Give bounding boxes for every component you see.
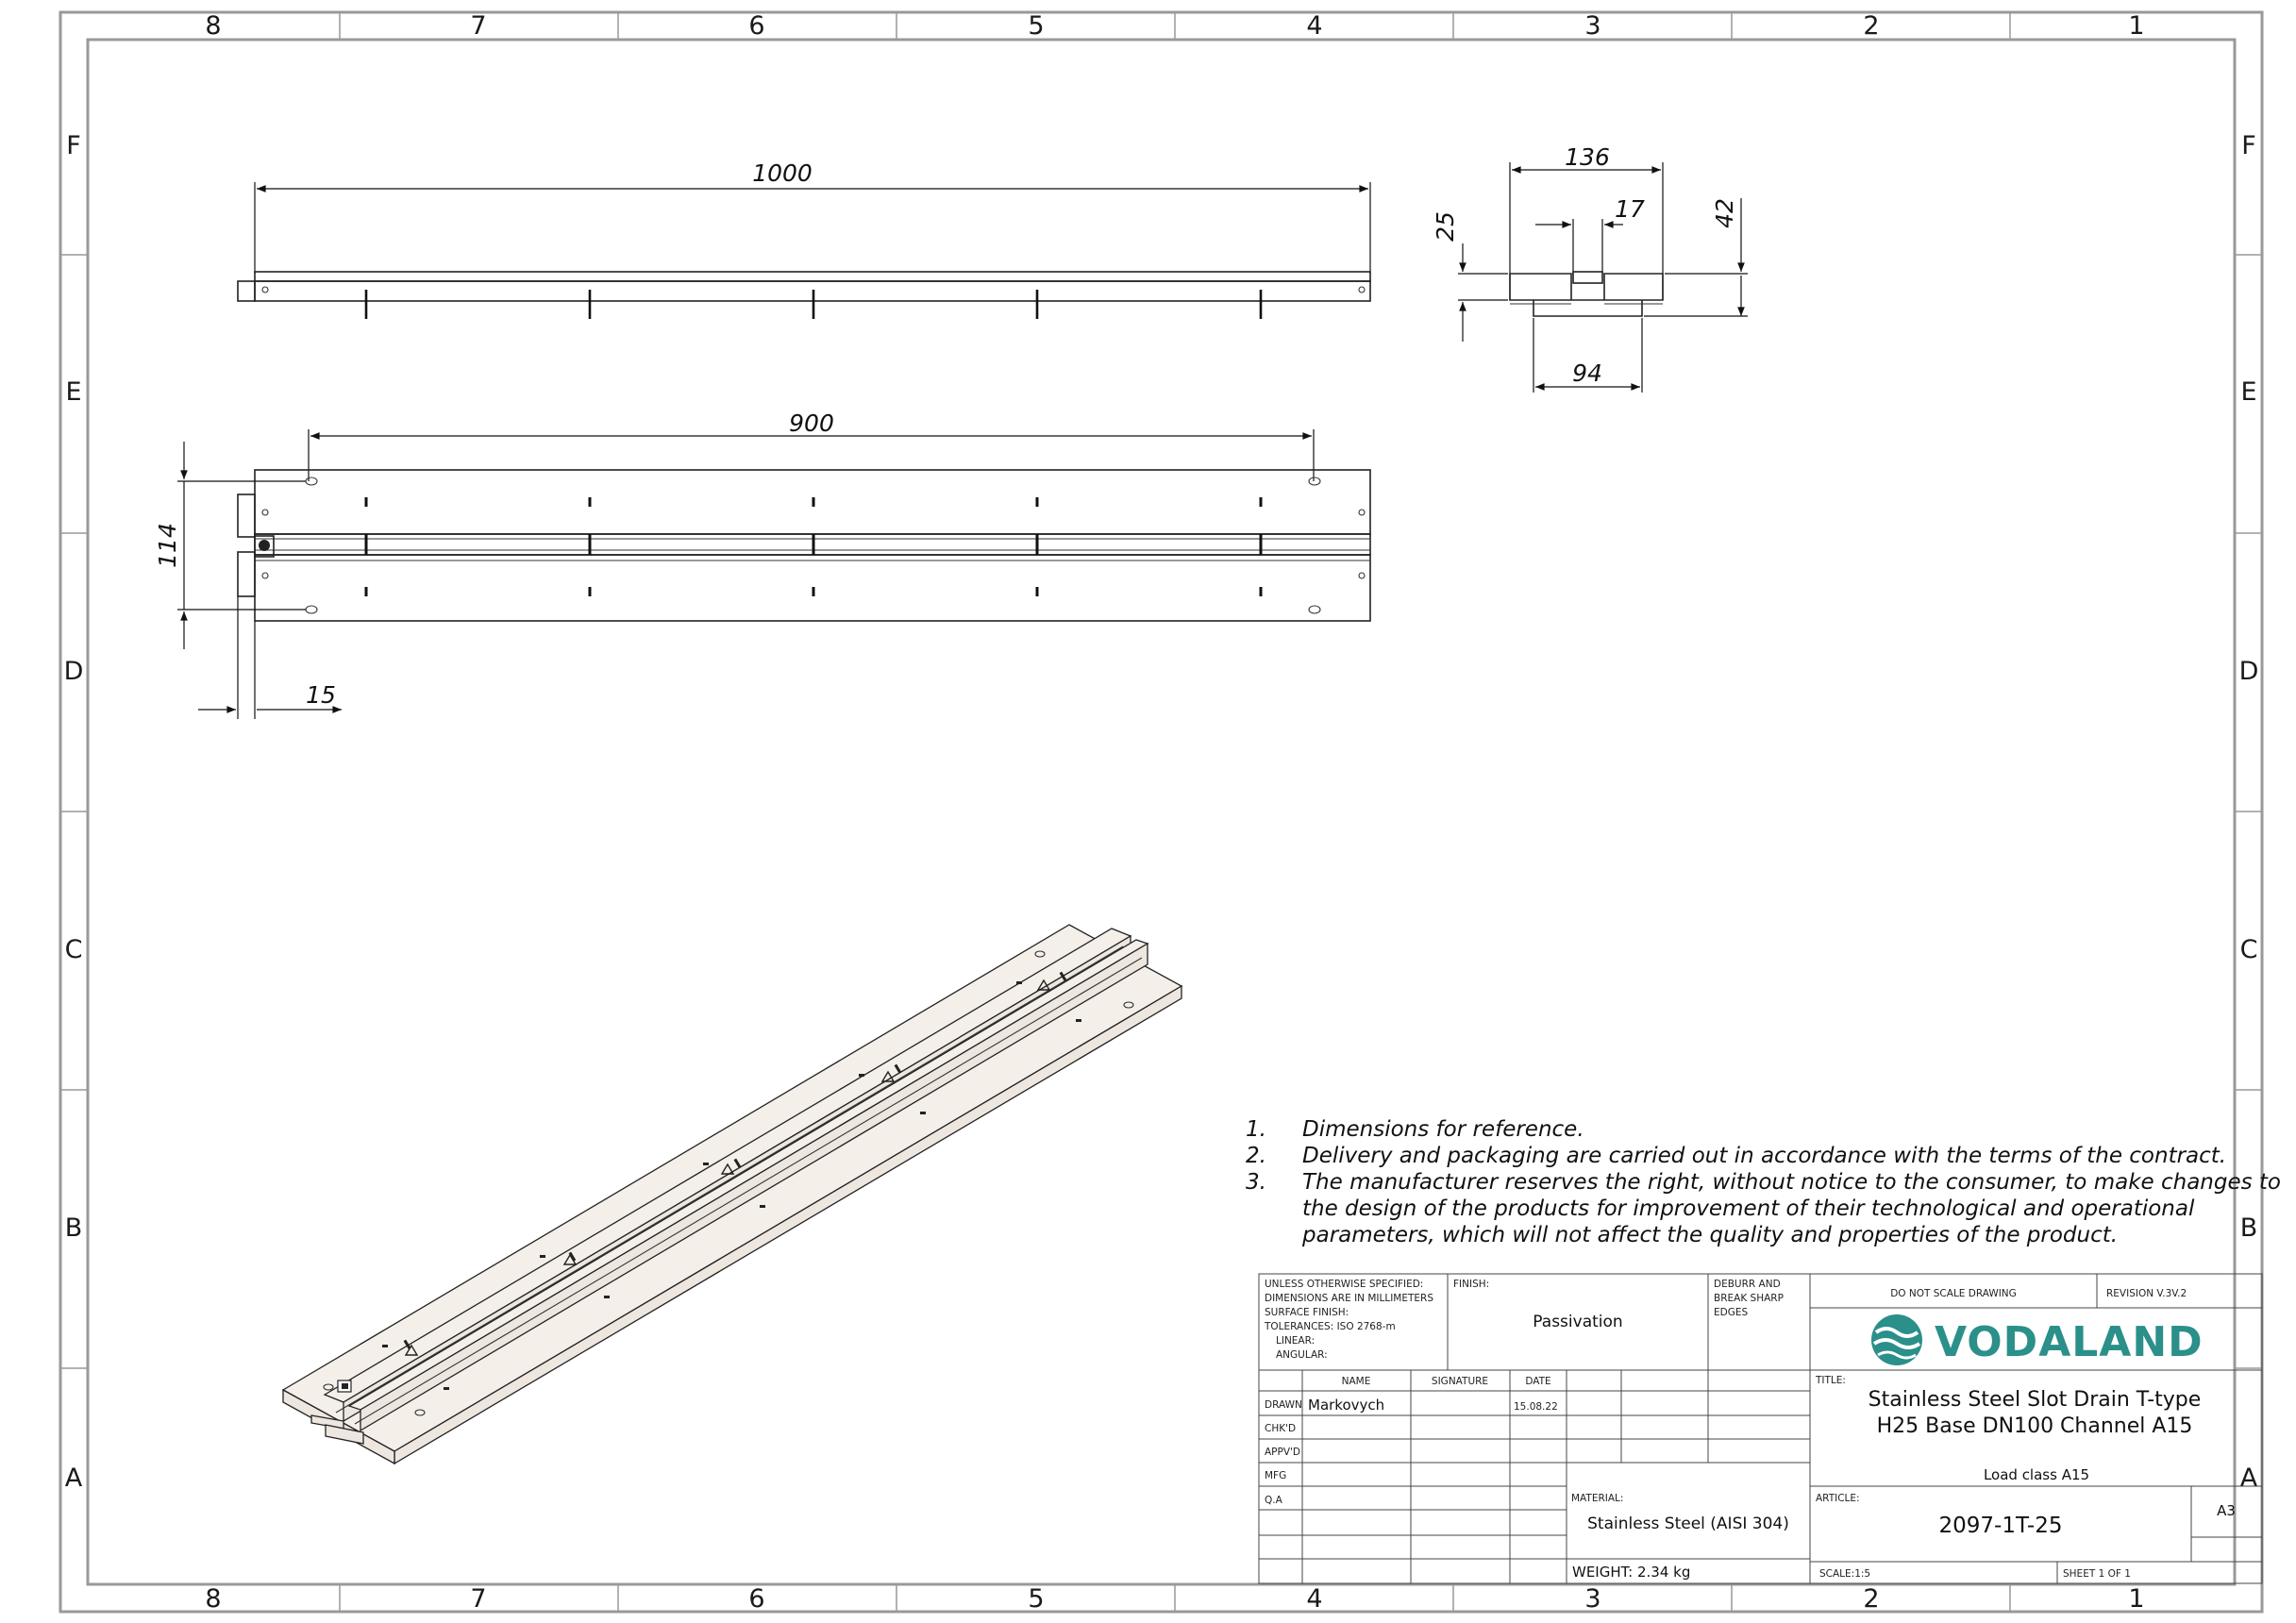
zone-row-left-A: A xyxy=(65,1464,83,1493)
zone-row-right-B: B xyxy=(2240,1213,2258,1243)
section-view: 136 17 25 42 94 xyxy=(1432,143,1748,393)
dim-height-25: 25 xyxy=(1432,211,1459,242)
dim-height-42: 42 xyxy=(1711,198,1738,228)
col-name-header: NAME xyxy=(1342,1376,1371,1387)
zone-row-right-A: A xyxy=(2240,1464,2258,1493)
dim-length-900: 900 xyxy=(789,410,834,437)
zone-col-top-2: 2 xyxy=(1863,11,1879,41)
zone-row-right-D: D xyxy=(2239,657,2259,686)
note-2-text: Delivery and packaging are carried out i… xyxy=(1302,1144,2226,1168)
dim-length-1000: 1000 xyxy=(752,159,813,187)
title-block: UNLESS OTHERWISE SPECIFIED: DIMENSIONS A… xyxy=(1258,1273,2263,1584)
zone-col-bottom-4: 4 xyxy=(1306,1584,1322,1614)
scale: SCALE:1:5 xyxy=(1819,1568,1870,1580)
deburr-line-2: BREAK SHARP xyxy=(1714,1293,1784,1304)
dim-base-94: 94 xyxy=(1572,360,1602,387)
do-not-scale-label: DO NOT SCALE DRAWING xyxy=(1890,1288,2017,1299)
zone-col-bottom-1: 1 xyxy=(2128,1584,2144,1614)
finish-value: Passivation xyxy=(1533,1313,1622,1331)
zone-col-bottom-6: 6 xyxy=(748,1584,764,1614)
zone-col-top-8: 8 xyxy=(205,11,221,41)
zone-ticks xyxy=(60,12,2262,1612)
zone-col-bottom-8: 8 xyxy=(205,1584,221,1614)
spec-line-2: DIMENSIONS ARE IN MILLIMETERS xyxy=(1265,1293,1433,1304)
zone-row-right-C: C xyxy=(2240,935,2258,964)
dim-width-114: 114 xyxy=(154,523,181,568)
zone-col-bottom-7: 7 xyxy=(470,1584,486,1614)
note-1-text: Dimensions for reference. xyxy=(1302,1117,1584,1142)
material-label: MATERIAL: xyxy=(1571,1493,1623,1504)
article-value: 2097-1T-25 xyxy=(1939,1514,2063,1538)
zone-col-top-3: 3 xyxy=(1584,11,1600,41)
spec-line-4: TOLERANCES: ISO 2768-m xyxy=(1264,1321,1396,1332)
zone-col-bottom-5: 5 xyxy=(1028,1584,1044,1614)
article-label: ARTICLE: xyxy=(1816,1493,1860,1504)
deburr-line-1: DEBURR AND xyxy=(1714,1279,1781,1290)
finish-label: FINISH: xyxy=(1453,1279,1489,1290)
title-line-1: Stainless Steel Slot Drain T-type xyxy=(1869,1388,2202,1412)
note-3-number: 3. xyxy=(1246,1170,1266,1195)
col-signature-header: SIGNATURE xyxy=(1432,1376,1488,1387)
zone-row-right-F: F xyxy=(2241,131,2256,160)
sheet-size: A3 xyxy=(2217,1502,2236,1519)
zone-row-left-D: D xyxy=(64,657,84,686)
spec-line-3: SURFACE FINISH: xyxy=(1265,1307,1349,1318)
zone-row-left-C: C xyxy=(65,935,83,964)
notes: 1. Dimensions for reference. 2. Delivery… xyxy=(1246,1117,2281,1247)
note-3-line-1: The manufacturer reserves the right, wit… xyxy=(1302,1170,2281,1195)
isometric-view xyxy=(281,924,1183,1465)
role-checked: CHK'D xyxy=(1265,1423,1296,1434)
title-line-2: H25 Base DN100 Channel A15 xyxy=(1877,1414,2193,1438)
dim-section-136: 136 xyxy=(1565,143,1610,171)
role-drawn: DRAWN xyxy=(1265,1399,1302,1411)
spec-line-1: UNLESS OTHERWISE SPECIFIED: xyxy=(1265,1279,1423,1290)
note-2-number: 2. xyxy=(1246,1144,1266,1168)
zone-row-left-F: F xyxy=(66,131,81,160)
brand-name: VODALAND xyxy=(1935,1318,2204,1366)
zone-col-top-1: 1 xyxy=(2128,11,2144,41)
zone-col-top-6: 6 xyxy=(748,11,764,41)
deburr-line-3: EDGES xyxy=(1714,1307,1748,1318)
dim-slot-17: 17 xyxy=(1615,195,1645,223)
spec-line-6: ANGULAR: xyxy=(1276,1349,1328,1361)
drawn-date: 15.08.22 xyxy=(1514,1401,1558,1413)
col-date-header: DATE xyxy=(1525,1376,1550,1387)
note-1-number: 1. xyxy=(1246,1117,1266,1142)
role-approved: APPV'D xyxy=(1265,1447,1300,1458)
weight: WEIGHT: 2.34 kg xyxy=(1572,1564,1690,1581)
vodaland-logo: VODALAND xyxy=(1871,1314,2204,1366)
load-class: Load class A15 xyxy=(1984,1466,2089,1483)
title-label: TITLE: xyxy=(1815,1375,1846,1386)
zone-row-left-E: E xyxy=(65,377,81,407)
role-mfg: MFG xyxy=(1265,1470,1286,1481)
front-view: 1000 xyxy=(237,159,1371,319)
note-3-line-2: the design of the products for improveme… xyxy=(1302,1196,2195,1221)
role-qa: Q.A xyxy=(1265,1495,1283,1506)
zone-col-top-7: 7 xyxy=(470,11,486,41)
drawn-name: Markovych xyxy=(1308,1397,1384,1414)
material-value: Stainless Steel (AISI 304) xyxy=(1587,1514,1789,1533)
spec-line-5: LINEAR: xyxy=(1276,1335,1315,1347)
sheet-number: SHEET 1 OF 1 xyxy=(2063,1568,2131,1580)
zone-col-bottom-2: 2 xyxy=(1863,1584,1879,1614)
zone-col-top-4: 4 xyxy=(1306,11,1322,41)
zone-col-top-5: 5 xyxy=(1028,11,1044,41)
zone-row-right-E: E xyxy=(2240,377,2256,407)
revision-label: REVISION V.3V.2 xyxy=(2106,1288,2187,1299)
plan-view: 900 114 xyxy=(154,410,1371,719)
dim-offset-15: 15 xyxy=(306,681,336,709)
zone-row-left-B: B xyxy=(65,1213,83,1243)
zone-col-bottom-3: 3 xyxy=(1584,1584,1600,1614)
note-3-line-3: parameters, which will not affect the qu… xyxy=(1301,1223,2118,1247)
